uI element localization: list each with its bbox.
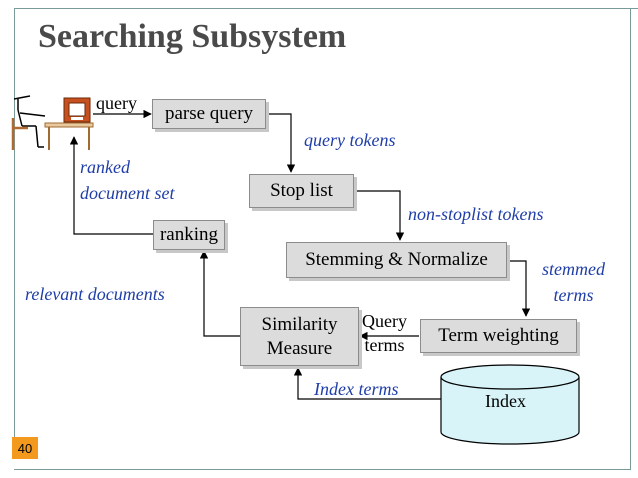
similarity-line-1: Similarity: [261, 313, 338, 335]
query-terms-line-1: Query: [362, 311, 407, 331]
slide-title: Searching Subsystem: [38, 18, 347, 55]
query-terms-line-2: terms: [364, 335, 405, 355]
index-label: Index: [485, 391, 526, 411]
frame-top-line: [14, 8, 638, 9]
page-number-badge: 40: [12, 437, 38, 459]
query-label: query: [96, 93, 137, 113]
similarity-line-2: Measure: [266, 337, 333, 359]
ranked-document-set-label: ranked document set: [80, 155, 174, 205]
index-cylinder: [440, 364, 580, 445]
arrow-non-stoplist-tokens: [354, 190, 405, 241]
ranked-line-1: ranked: [80, 157, 130, 177]
index-terms-label: Index terms: [314, 379, 399, 399]
arrow-stemmed-terms: [507, 260, 531, 317]
relevant-documents-label: relevant documents: [25, 284, 165, 304]
non-stoplist-tokens-label: non-stoplist tokens: [408, 204, 544, 224]
arrow-relevant-documents: [199, 250, 240, 337]
parse-query-box: parse query: [152, 99, 266, 129]
query-tokens-label: query tokens: [304, 130, 396, 150]
ranked-line-2: document set: [80, 183, 175, 203]
stemming-normalize-box: Stemming & Normalize: [286, 242, 507, 278]
frame-left-line: [14, 8, 15, 440]
ranking-box: ranking: [153, 220, 225, 250]
arrow-query-tokens: [266, 113, 296, 173]
stop-list-box: Stop list: [249, 174, 354, 208]
person-at-computer-icon: [11, 95, 94, 150]
query-terms-label: Query terms: [362, 309, 407, 357]
stemmed-terms-label: stemmed terms: [542, 257, 605, 307]
similarity-measure-box: Similarity Measure: [240, 307, 359, 366]
frame-bottom-line: [14, 469, 631, 470]
stemmed-line-1: stemmed: [542, 259, 605, 279]
frame-right-line: [630, 8, 631, 470]
arrow-ranked-document-set: [69, 136, 153, 235]
term-weighting-box: Term weighting: [420, 319, 577, 353]
arrow-index-terms: [293, 367, 441, 400]
stemmed-line-2: terms: [553, 285, 594, 305]
